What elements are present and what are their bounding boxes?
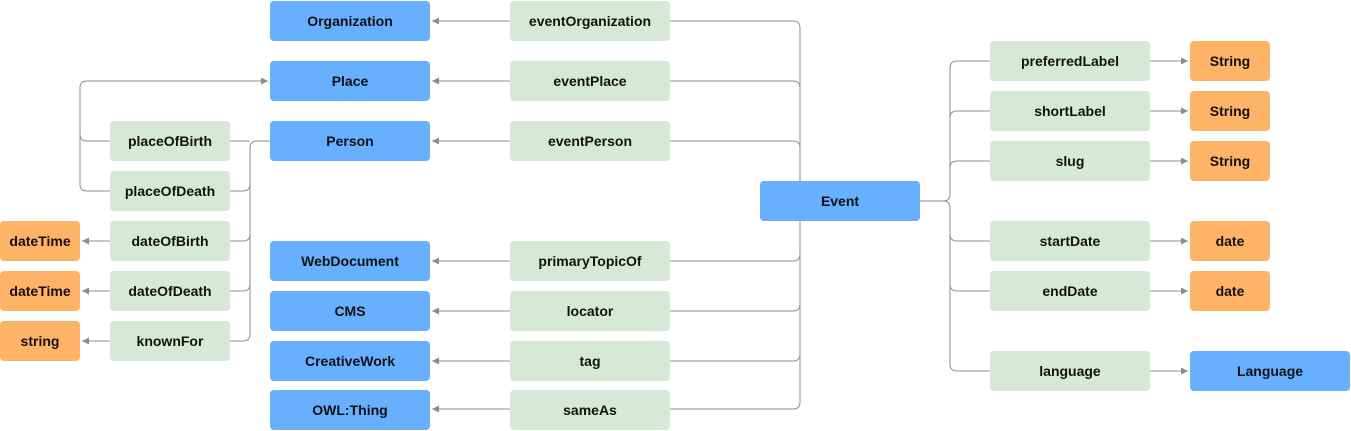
node-placeofdeath: placeOfDeath: [110, 171, 230, 211]
node-owl-thing: OWL:Thing: [270, 390, 430, 430]
node-dateofdeath: dateOfDeath: [110, 271, 230, 311]
node-eventperson: eventPerson: [510, 121, 670, 161]
edge-placeofbirth-place: [79, 77, 268, 142]
edge-person-trunk: [230, 140, 270, 342]
node-preferredlabel: preferredLabel: [990, 41, 1150, 81]
edge-event-tag: [670, 353, 801, 362]
edge-person-dateofdeath: [230, 283, 251, 292]
edge-event-enddate: [949, 283, 990, 292]
node-date-start: date: [1190, 221, 1270, 261]
edge-event-slug: [949, 160, 990, 169]
edge-person-placeofdeath: [230, 183, 251, 192]
node-string-shortlabel: String: [1190, 91, 1270, 131]
edge-event-right-trunk-lower: [942, 200, 990, 372]
node-eventplace: eventPlace: [510, 61, 670, 101]
node-sameas: sameAs: [510, 390, 670, 430]
edge-event-locator: [670, 303, 801, 312]
edge-event-shortlabel: [949, 110, 990, 119]
node-string-slug: String: [1190, 141, 1270, 181]
edge-event-trunk-lower: [792, 201, 801, 410]
node-person: Person: [270, 121, 430, 161]
edge-event-startdate: [949, 233, 990, 242]
edge-event-eventplace: [670, 80, 801, 89]
node-primarytopicof: primaryTopicOf: [510, 241, 670, 281]
node-cms: CMS: [270, 291, 430, 331]
node-language-class: Language: [1190, 351, 1350, 391]
node-string-knownfor: string: [0, 321, 80, 361]
node-creativework: CreativeWork: [270, 341, 430, 381]
edge-event-primarytopicof: [670, 253, 801, 262]
node-date-end: date: [1190, 271, 1270, 311]
node-slug: slug: [990, 141, 1150, 181]
edge-event-eventorganization: [670, 20, 920, 202]
node-locator: locator: [510, 291, 670, 331]
edge-event-right-trunk: [920, 60, 990, 202]
node-dateofbirth: dateOfBirth: [110, 221, 230, 261]
edge-person-dateofbirth: [230, 233, 251, 242]
node-enddate: endDate: [990, 271, 1150, 311]
node-shortlabel: shortLabel: [990, 91, 1150, 131]
node-language-prop: language: [990, 351, 1150, 391]
edge-event-eventperson: [670, 140, 801, 149]
node-organization: Organization: [270, 1, 430, 41]
node-event: Event: [760, 181, 920, 221]
node-webdocument: WebDocument: [270, 241, 430, 281]
node-knownfor: knownFor: [110, 321, 230, 361]
node-datetime-death: dateTime: [0, 271, 80, 311]
node-eventorganization: eventOrganization: [510, 1, 670, 41]
node-string-preferredlabel: String: [1190, 41, 1270, 81]
node-startdate: startDate: [990, 221, 1150, 261]
node-tag: tag: [510, 341, 670, 381]
node-datetime-birth: dateTime: [0, 221, 80, 261]
node-place: Place: [270, 61, 430, 101]
node-placeofbirth: placeOfBirth: [110, 121, 230, 161]
edge-placeofdeath-place: [79, 134, 110, 192]
